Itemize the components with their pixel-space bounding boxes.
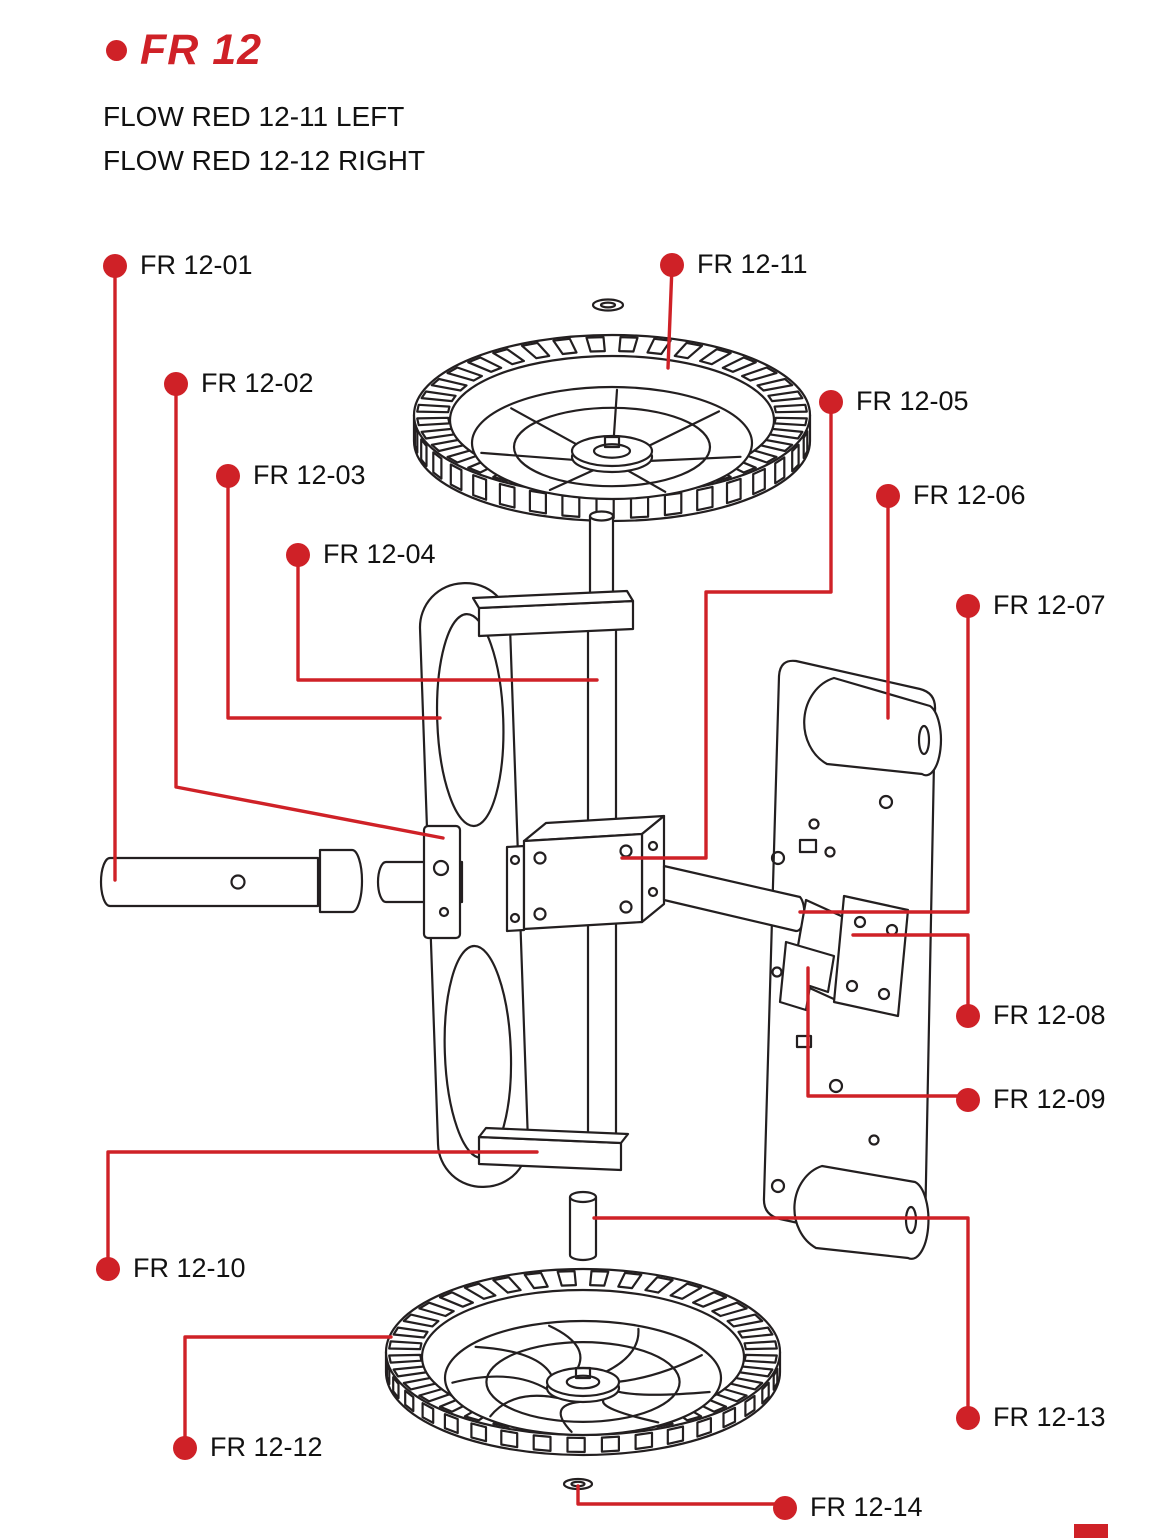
callout-dot-icon bbox=[956, 1405, 980, 1430]
callout-label: FR 12-12 bbox=[210, 1432, 323, 1462]
variant-list: FLOW RED 12-11 LEFT FLOW RED 12-12 RIGHT bbox=[103, 95, 425, 183]
title: FR 12 bbox=[106, 26, 262, 75]
callout-fr-12-02: FR 12-02 bbox=[164, 368, 314, 399]
callout-label: FR 12-07 bbox=[993, 590, 1106, 620]
leader-fr-12-10 bbox=[106, 1150, 539, 1263]
axle-stub-top bbox=[588, 510, 615, 596]
callout-label: FR 12-09 bbox=[993, 1084, 1106, 1114]
frame-clamp bbox=[422, 824, 462, 940]
callout-label: FR 12-10 bbox=[133, 1253, 246, 1283]
handle-bar bbox=[99, 848, 364, 914]
top-wheel bbox=[412, 333, 812, 523]
leader-fr-12-05 bbox=[620, 400, 833, 860]
page-title: FR 12 bbox=[140, 26, 263, 74]
callout-dot-icon bbox=[956, 1003, 980, 1028]
roller-bottom bbox=[793, 1164, 930, 1260]
callout-label: FR 12-08 bbox=[993, 1000, 1106, 1030]
callout-fr-12-05: FR 12-05 bbox=[819, 386, 969, 417]
title-bullet-icon bbox=[106, 40, 127, 61]
leader-fr-12-13 bbox=[592, 1216, 970, 1412]
leader-lines bbox=[106, 264, 970, 1506]
callout-dot-icon bbox=[876, 483, 900, 508]
bearing-block bbox=[505, 814, 666, 933]
callout-fr-12-03: FR 12-03 bbox=[216, 460, 366, 491]
callout-dot-icon bbox=[103, 253, 127, 278]
callout-dot-icon bbox=[286, 542, 310, 567]
callout-fr-12-04: FR 12-04 bbox=[286, 539, 436, 570]
axle-stub-bottom bbox=[568, 1190, 598, 1262]
washer-top bbox=[591, 298, 625, 312]
callout-label: FR 12-02 bbox=[201, 368, 314, 398]
callout-label: FR 12-14 bbox=[810, 1492, 923, 1522]
callout-dot-icon bbox=[773, 1495, 797, 1520]
callout-label: FR 12-13 bbox=[993, 1402, 1106, 1432]
callout-label: FR 12-04 bbox=[323, 539, 436, 569]
callout-fr-12-09: FR 12-09 bbox=[956, 1084, 1106, 1115]
callout-fr-12-06: FR 12-06 bbox=[876, 480, 1026, 511]
callout-label: FR 12-11 bbox=[697, 249, 808, 279]
leader-fr-12-09 bbox=[806, 966, 970, 1098]
leader-fr-12-08 bbox=[851, 933, 970, 1010]
leader-fr-12-07 bbox=[798, 604, 970, 914]
roller-top bbox=[803, 676, 943, 777]
callout-fr-12-10: FR 12-10 bbox=[96, 1253, 246, 1284]
leader-fr-12-11 bbox=[666, 264, 674, 370]
cross-bar-bottom bbox=[477, 1126, 630, 1172]
callout-dot-icon bbox=[164, 371, 188, 396]
bottom-wheel bbox=[384, 1267, 782, 1457]
leader-fr-12-12 bbox=[183, 1335, 393, 1442]
variant-line-right: FLOW RED 12-12 RIGHT bbox=[103, 145, 426, 176]
callout-label: FR 12-06 bbox=[913, 480, 1026, 510]
callout-dot-icon bbox=[660, 252, 684, 277]
callout-fr-12-12: FR 12-12 bbox=[173, 1432, 323, 1463]
leader-fr-12-14 bbox=[576, 1484, 787, 1506]
line-art bbox=[99, 298, 943, 1491]
leader-fr-12-03 bbox=[226, 474, 442, 720]
callout-dot-icon bbox=[173, 1435, 197, 1460]
leader-fr-12-02 bbox=[174, 382, 445, 840]
callout-dot-icon bbox=[956, 593, 980, 618]
callout-dot-icon bbox=[956, 1087, 980, 1112]
cross-bar-top bbox=[471, 589, 635, 638]
callout-dot-icon bbox=[819, 389, 843, 414]
page-corner-mark bbox=[1074, 1524, 1108, 1538]
callout-fr-12-08: FR 12-08 bbox=[956, 1000, 1106, 1031]
callout-dot-icon bbox=[216, 463, 240, 488]
callout-fr-12-14: FR 12-14 bbox=[773, 1492, 923, 1523]
callout-label: FR 12-03 bbox=[253, 460, 366, 490]
callout-fr-12-01: FR 12-01 bbox=[103, 250, 253, 281]
callout-dot-icon bbox=[96, 1256, 120, 1281]
callout-label: FR 12-05 bbox=[856, 386, 969, 416]
callout-fr-12-11: FR 12-11 bbox=[660, 249, 808, 280]
callout-label: FR 12-01 bbox=[140, 250, 253, 280]
leader-fr-12-04 bbox=[296, 553, 599, 682]
callout-fr-12-07: FR 12-07 bbox=[956, 590, 1106, 621]
variant-line-left: FLOW RED 12-11 LEFT bbox=[103, 101, 405, 132]
callout-fr-12-13: FR 12-13 bbox=[956, 1402, 1106, 1433]
